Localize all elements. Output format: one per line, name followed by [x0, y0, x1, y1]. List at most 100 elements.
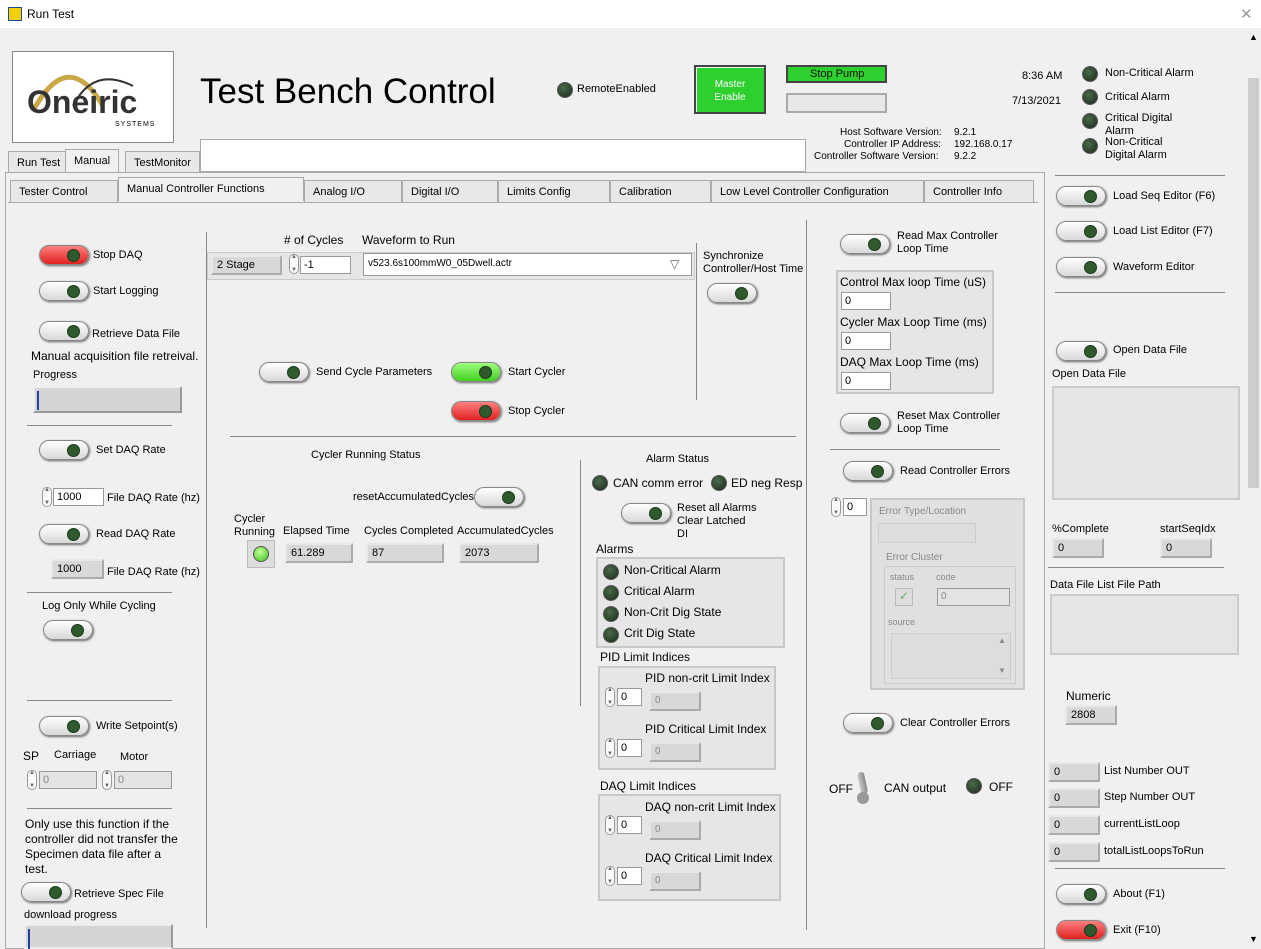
- numeric-value: 2808: [1065, 705, 1117, 725]
- scroll-up-icon[interactable]: ▲: [1249, 32, 1258, 42]
- tab-tester-control[interactable]: Tester Control: [10, 180, 118, 202]
- mid-divider: [230, 436, 796, 437]
- reset-all-alarms-button[interactable]: [621, 503, 671, 523]
- crit-alarm-label: Critical Alarm: [1105, 91, 1170, 103]
- read-errors-button[interactable]: [843, 461, 893, 481]
- sub-panel: [8, 202, 1038, 949]
- exit-button[interactable]: [1056, 920, 1106, 940]
- send-cycle-params-button[interactable]: [259, 362, 309, 382]
- source-scroll-up-icon[interactable]: ▲: [998, 636, 1006, 645]
- start-cycler-button[interactable]: [451, 362, 501, 382]
- daq-rate-input[interactable]: 1000: [53, 488, 104, 506]
- tab-calibration[interactable]: Calibration: [610, 180, 711, 202]
- ctrl-sw-label: Controller Software Version:: [814, 151, 939, 162]
- noncrit-alarm-state-led: [603, 564, 619, 580]
- about-button[interactable]: [1056, 884, 1106, 904]
- list-number-label: List Number OUT: [1104, 765, 1190, 777]
- daq-noncrit-input[interactable]: 0: [617, 816, 642, 834]
- carriage-input[interactable]: 0: [39, 771, 97, 789]
- tab-controller-info[interactable]: Controller Info: [924, 180, 1034, 202]
- motor-input[interactable]: 0: [114, 771, 172, 789]
- tab-digital-io[interactable]: Digital I/O: [402, 180, 498, 202]
- chevron-down-icon[interactable]: ▽: [670, 257, 680, 271]
- reset-max-loop-button[interactable]: [840, 413, 890, 433]
- motor-stepper[interactable]: [102, 770, 112, 790]
- pump-status-bar: [786, 93, 887, 113]
- stop-daq-button[interactable]: [39, 245, 89, 265]
- download-progress-bar: [24, 924, 173, 949]
- daq-noncrit-value: 0: [649, 820, 701, 840]
- pct-complete-label: %Complete: [1052, 523, 1109, 535]
- pid-crit-input[interactable]: 0: [617, 739, 642, 757]
- sync-label: Synchronize Controller/Host Time: [703, 250, 804, 275]
- cycles-stepper[interactable]: [289, 254, 299, 274]
- can-comm-error-label: CAN comm error: [613, 476, 704, 490]
- waveform-select[interactable]: v523.6s100mmW0_05Dwell.actr ▽: [363, 253, 692, 276]
- crit-dig-alarm-label: Critical Digital Alarm: [1105, 112, 1173, 137]
- cycles-input[interactable]: -1: [300, 256, 351, 274]
- scroll-thumb[interactable]: [1248, 78, 1259, 488]
- open-data-file-button[interactable]: [1056, 341, 1106, 361]
- read-daq-rate-button[interactable]: [39, 524, 89, 544]
- daq-crit-stepper[interactable]: [605, 866, 615, 886]
- left-divider-3: [27, 700, 172, 701]
- error-cluster-box: [884, 566, 1016, 684]
- start-logging-label: Start Logging: [93, 285, 159, 297]
- stop-cycler-button[interactable]: [451, 401, 501, 421]
- sp-label: SP: [23, 749, 40, 763]
- cycler-max-label: Cycler Max Loop Time (ms): [840, 315, 987, 329]
- alarm-status-title: Alarm Status: [646, 453, 709, 465]
- start-logging-button[interactable]: [39, 281, 89, 301]
- scroll-down-icon[interactable]: ▼: [1249, 934, 1258, 944]
- pid-noncrit-input[interactable]: 0: [617, 688, 642, 706]
- load-seq-editor-button[interactable]: [1056, 186, 1106, 206]
- right-divider-3: [1048, 567, 1224, 568]
- left-divider-2: [27, 592, 172, 593]
- clear-errors-button[interactable]: [843, 713, 893, 733]
- retrieve-spec-file-button[interactable]: [21, 882, 71, 902]
- left-divider-1: [27, 425, 172, 426]
- remote-enabled-led: [557, 82, 573, 98]
- vertical-scrollbar[interactable]: ▲ ▼: [1246, 28, 1261, 949]
- load-list-editor-button[interactable]: [1056, 221, 1106, 241]
- master-enable-button[interactable]: Master Enable: [694, 65, 766, 114]
- tab-run-test[interactable]: Run Test: [8, 151, 70, 173]
- carriage-stepper[interactable]: [27, 770, 37, 790]
- sync-time-button[interactable]: [707, 283, 757, 303]
- ctrl-sw-version: 9.2.2: [954, 151, 977, 162]
- tab-manual-controller-functions[interactable]: Manual Controller Functions: [118, 177, 304, 201]
- tab-manual[interactable]: Manual: [65, 149, 120, 173]
- log-only-toggle[interactable]: [43, 620, 93, 640]
- daq-crit-input[interactable]: 0: [617, 867, 642, 885]
- read-max-loop-button[interactable]: [840, 234, 890, 254]
- pid-crit-stepper[interactable]: [605, 738, 615, 758]
- page-title: Test Bench Control: [200, 72, 496, 111]
- daq-rate-stepper[interactable]: [42, 487, 52, 507]
- tab-analog-io[interactable]: Analog I/O: [304, 180, 402, 202]
- stop-pump-button[interactable]: Stop Pump: [786, 65, 887, 83]
- tab-limits-config[interactable]: Limits Config: [498, 180, 610, 202]
- switch-base: [857, 792, 869, 804]
- set-daq-rate-button[interactable]: [39, 440, 89, 460]
- download-progress-fill: [28, 929, 30, 949]
- close-icon[interactable]: ✕: [1240, 6, 1253, 23]
- pid-crit-value: 0: [649, 742, 701, 762]
- retrieve-data-file-button[interactable]: [39, 321, 89, 341]
- error-index-stepper[interactable]: [831, 497, 841, 517]
- write-setpoints-button[interactable]: [39, 716, 89, 736]
- noncrit-dig-alarm-label: Non-Critical Digital Alarm: [1105, 136, 1167, 161]
- source-scroll-down-icon[interactable]: ▼: [998, 666, 1006, 675]
- stop-cycler-label: Stop Cycler: [508, 405, 565, 417]
- waveform-editor-button[interactable]: [1056, 257, 1106, 277]
- crit-dig-state-led: [603, 627, 619, 643]
- pid-noncrit-stepper[interactable]: [605, 687, 615, 707]
- clear-errors-label: Clear Controller Errors: [900, 717, 1011, 729]
- reset-acc-button[interactable]: [474, 487, 524, 507]
- error-index-input[interactable]: 0: [843, 498, 867, 516]
- daq-noncrit-stepper[interactable]: [605, 815, 615, 835]
- alarm-divider: [580, 460, 581, 706]
- tab-testmonitor[interactable]: TestMonitor: [125, 151, 200, 173]
- status-message-box: [200, 139, 806, 172]
- tab-low-level-config[interactable]: Low Level Controller Configuration: [711, 180, 924, 202]
- can-output-switch[interactable]: [856, 771, 871, 806]
